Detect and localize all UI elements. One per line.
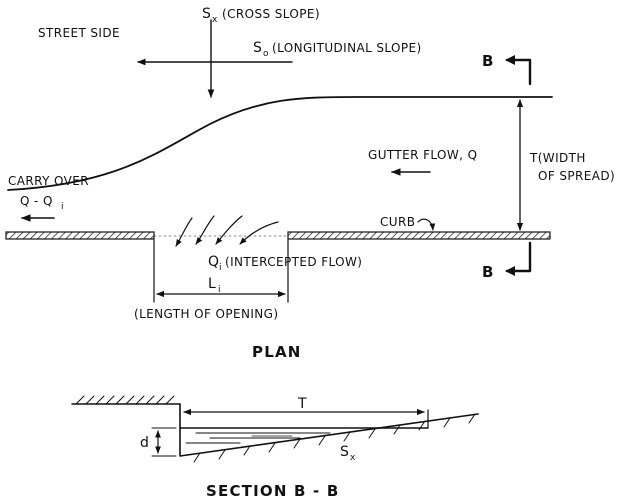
- section-marker-top: B: [482, 52, 532, 86]
- length-caption: (LENGTH OF OPENING): [134, 307, 278, 321]
- pavement-hatch: [193, 413, 476, 463]
- street-side-label: STREET SIDE: [38, 26, 120, 40]
- svg-text:(LONGITUDINAL SLOPE): (LONGITUDINAL SLOPE): [272, 41, 422, 55]
- spread-edge-line: [7, 96, 553, 191]
- svg-text:L: L: [208, 276, 216, 292]
- section-slope-label: S x: [340, 444, 356, 463]
- intercepted-flow-arrows: [175, 215, 279, 247]
- svg-text:Q - Q: Q - Q: [20, 194, 53, 208]
- svg-text:x: x: [350, 453, 356, 463]
- svg-text:B: B: [482, 263, 495, 281]
- spread-width-label-1: T(WIDTH: [529, 151, 586, 165]
- svg-text:S: S: [340, 444, 349, 460]
- curb-pointer: [417, 218, 436, 231]
- svg-text:Q: Q: [208, 254, 219, 270]
- svg-text:x: x: [212, 15, 218, 25]
- carry-over-q-label: Q - Q i: [20, 194, 64, 212]
- svg-text:B: B: [482, 52, 495, 70]
- section-title: SECTION B - B: [206, 482, 340, 500]
- spread-label: T: [297, 396, 307, 412]
- sidewalk-hatch: [71, 395, 181, 405]
- svg-text:S: S: [202, 6, 211, 22]
- svg-text:S: S: [253, 40, 262, 56]
- svg-text:(CROSS SLOPE): (CROSS SLOPE): [222, 7, 320, 21]
- section-view: T d S x SECTION B - B: [71, 395, 479, 500]
- water-ripples: [185, 432, 331, 444]
- curb-right: [287, 231, 551, 240]
- longitudinal-slope-label: S o (LONGITUDINAL SLOPE): [253, 40, 422, 59]
- svg-text:i: i: [219, 263, 222, 273]
- curb-left: [5, 231, 155, 240]
- curb-label: CURB: [380, 215, 415, 229]
- plan-view: STREET SIDE S x (CROSS SLOPE) S o (LONGI…: [5, 6, 615, 361]
- spread-width-label-2: OF SPREAD): [538, 169, 615, 183]
- section-marker-bottom: B: [482, 241, 532, 281]
- cross-slope-label: S x (CROSS SLOPE): [202, 6, 320, 25]
- svg-text:i: i: [218, 285, 221, 295]
- depth-label: d: [140, 435, 149, 451]
- carry-over-label: CARRY OVER: [8, 174, 89, 188]
- gutter-flow-label: GUTTER FLOW, Q: [368, 148, 477, 162]
- svg-text:i: i: [61, 202, 64, 212]
- svg-text:(INTERCEPTED FLOW): (INTERCEPTED FLOW): [225, 255, 362, 269]
- svg-text:o: o: [263, 49, 269, 59]
- intercepted-flow-label: Q i (INTERCEPTED FLOW): [208, 254, 362, 273]
- length-label: L i: [208, 276, 221, 295]
- plan-title: PLAN: [252, 343, 302, 361]
